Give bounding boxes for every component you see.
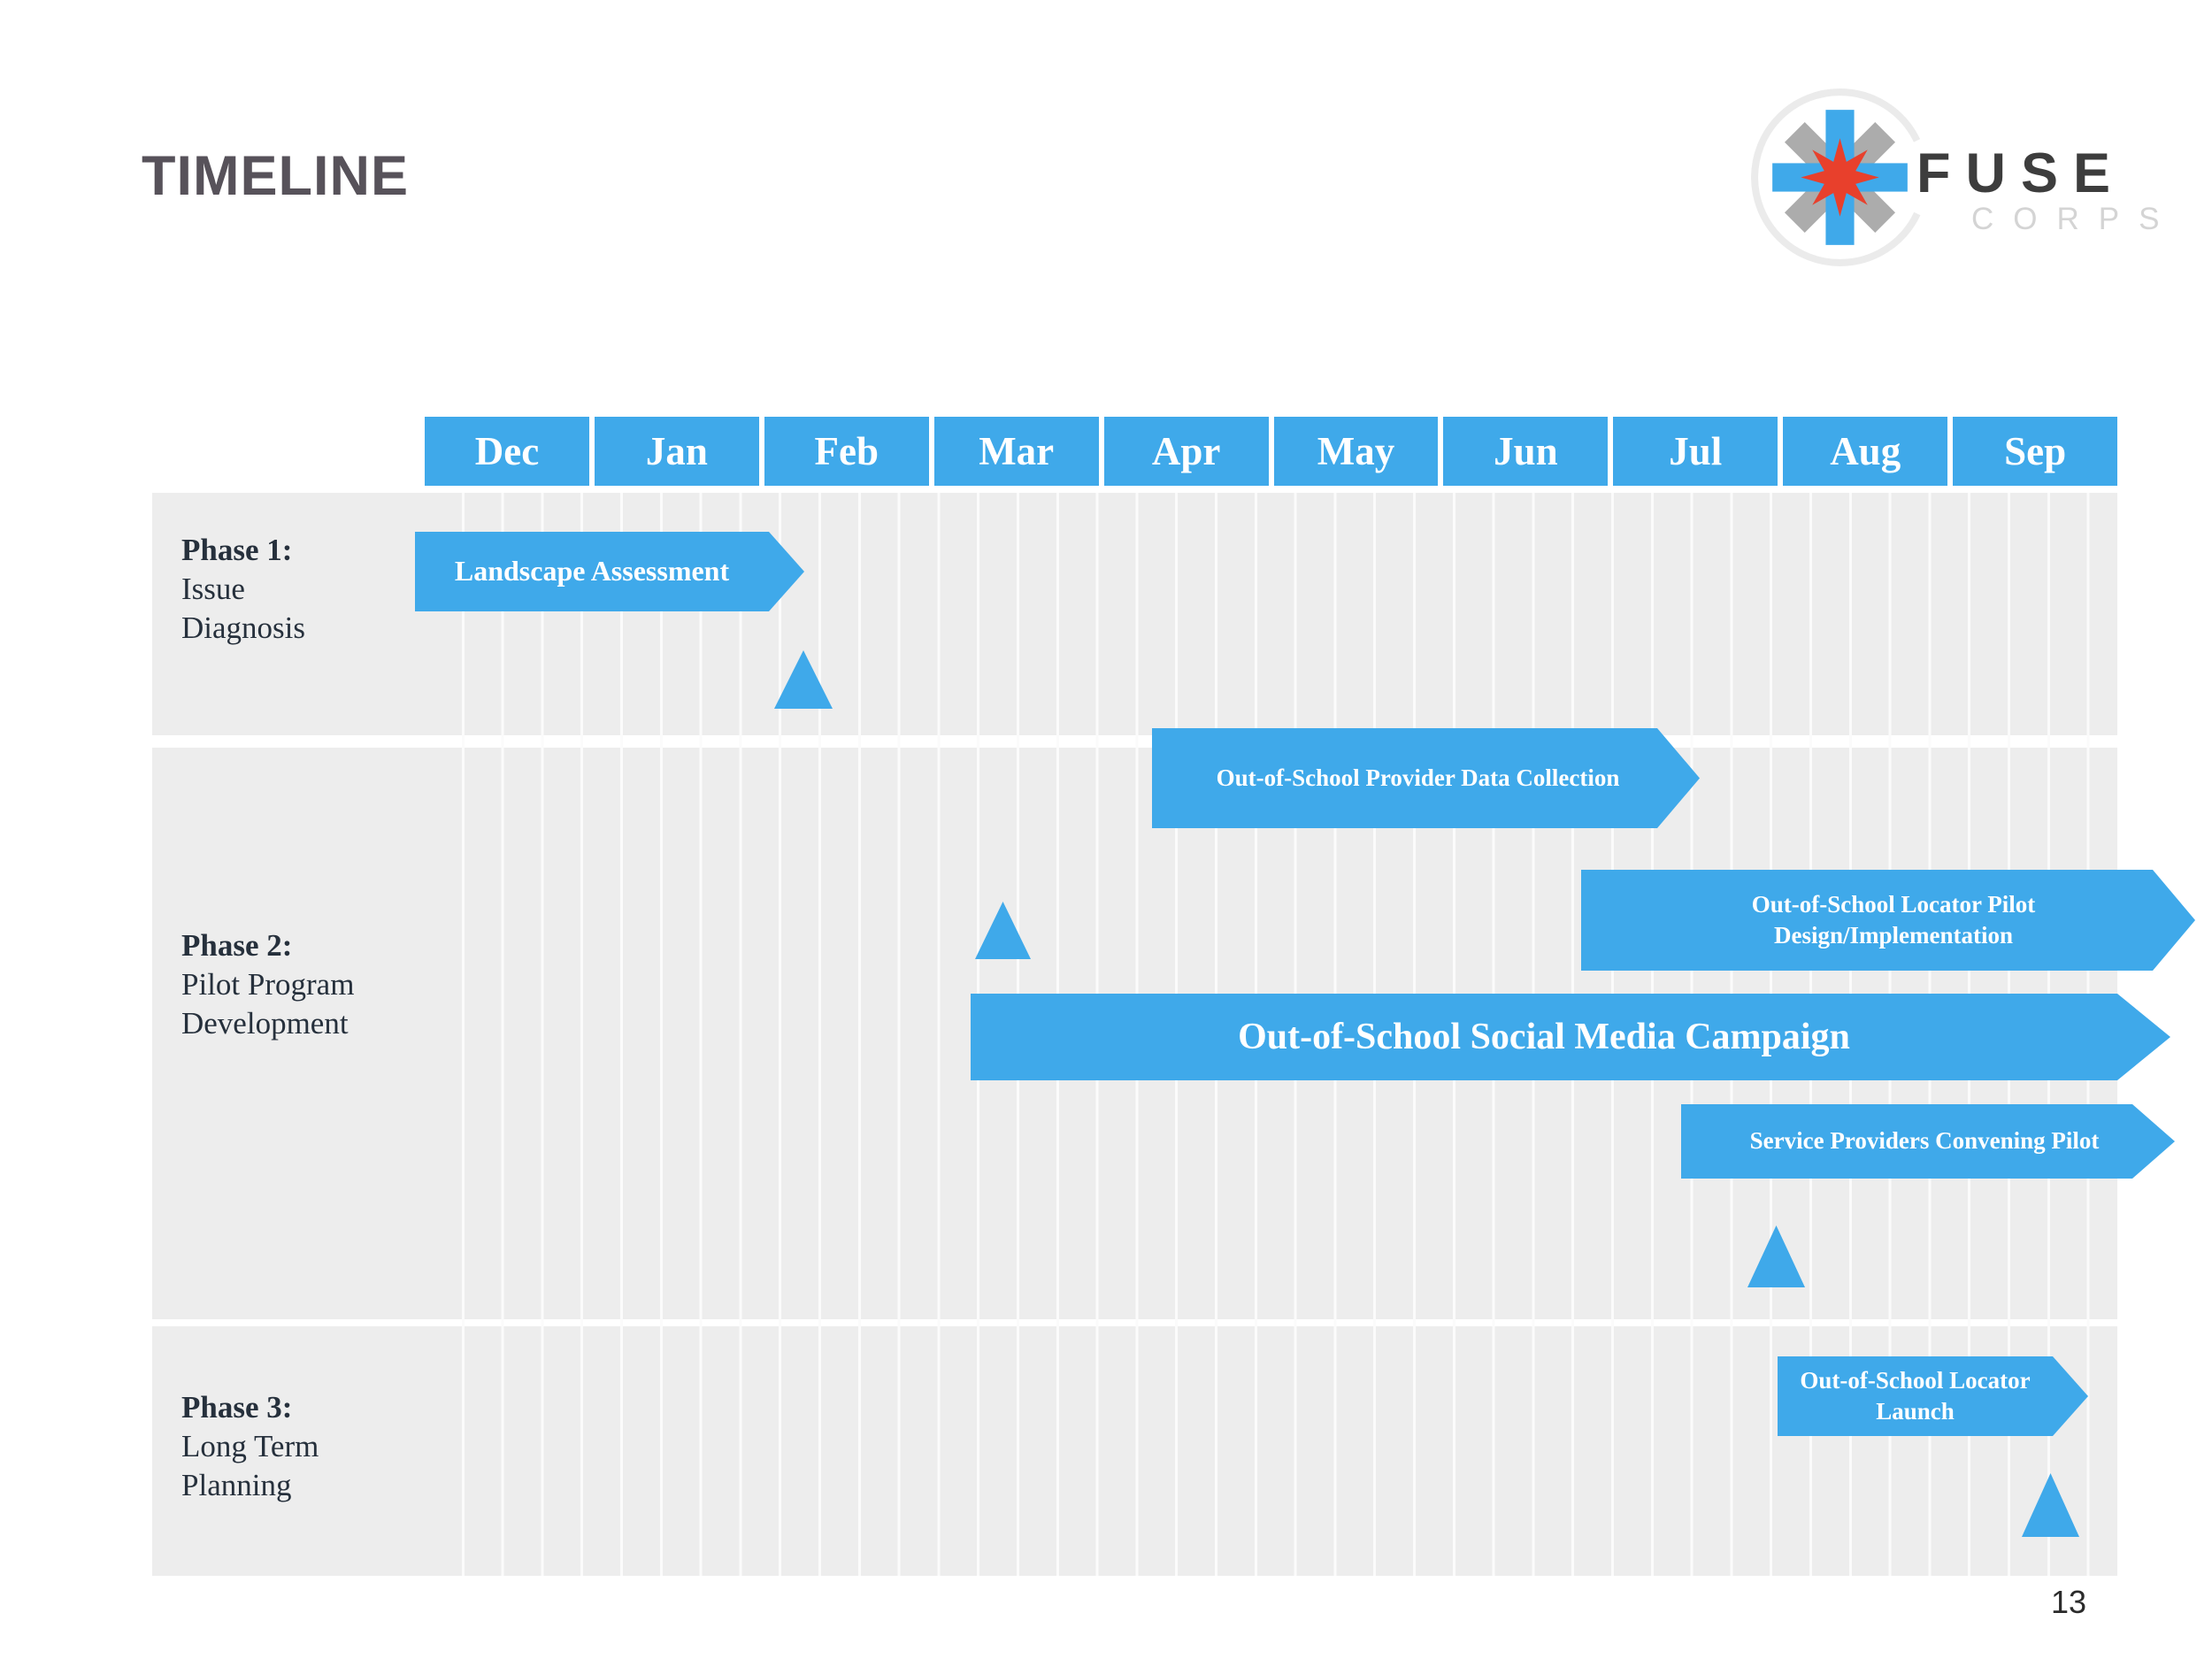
phase-3-title: Phase 3:	[181, 1390, 293, 1425]
month-header-feb: Feb	[764, 417, 929, 486]
phase-2-label: Phase 2: Pilot Program Development	[181, 926, 429, 1043]
month-header-dec: Dec	[425, 417, 589, 486]
phase-3-line-1: Long Term	[181, 1429, 319, 1463]
month-header-mar: Mar	[933, 417, 1099, 486]
fuse-corps-logo-icon	[1751, 88, 1929, 266]
month-header-jan: Jan	[594, 417, 759, 486]
month-header-jul: Jul	[1613, 417, 1778, 486]
phase-2-line-2: Development	[181, 1006, 349, 1041]
task-bar-locator-launch: Out-of-School Locator Launch	[1778, 1356, 2088, 1436]
task-bar-landscape-assessment: Landscape Assessment	[415, 532, 804, 611]
page-number: 13	[2051, 1584, 2087, 1620]
month-header-apr: Apr	[1103, 417, 1269, 486]
month-header-row: Dec Jan Feb Mar Apr May Jun Jul Aug Sep	[425, 417, 2118, 486]
phase-1-line-1: Issue	[181, 572, 245, 606]
task-bar-provider-data-collection: Out-of-School Provider Data Collection	[1152, 728, 1700, 828]
phase-2-title: Phase 2:	[181, 928, 293, 963]
page-title: TIMELINE	[142, 145, 409, 207]
phase-1-title: Phase 1:	[181, 533, 293, 567]
month-header-aug: Aug	[1783, 417, 1948, 486]
brand-subname: CORPS	[1971, 202, 2179, 236]
month-header-sep: Sep	[1953, 417, 2118, 486]
task-bar-service-providers-convening-pilot: Service Providers Convening Pilot	[1681, 1104, 2175, 1179]
task-bar-social-media-campaign: Out-of-School Social Media Campaign	[971, 994, 2170, 1080]
task-bar-locator-pilot-design-implementation: Out-of-School Locator Pilot Design/Imple…	[1581, 870, 2195, 971]
phase-1-label: Phase 1: Issue Diagnosis	[181, 531, 429, 648]
asterisk-icon	[1772, 110, 1908, 245]
phase-3-line-2: Planning	[181, 1468, 292, 1502]
month-header-jun: Jun	[1443, 417, 1609, 486]
month-header-may: May	[1273, 417, 1439, 486]
phase-3-label: Phase 3: Long Term Planning	[181, 1388, 429, 1505]
phase-1-line-2: Diagnosis	[181, 611, 305, 645]
phase-1-row	[152, 493, 2117, 735]
brand-name: FUSE	[1916, 142, 2126, 204]
phase-2-line-1: Pilot Program	[181, 967, 355, 1002]
